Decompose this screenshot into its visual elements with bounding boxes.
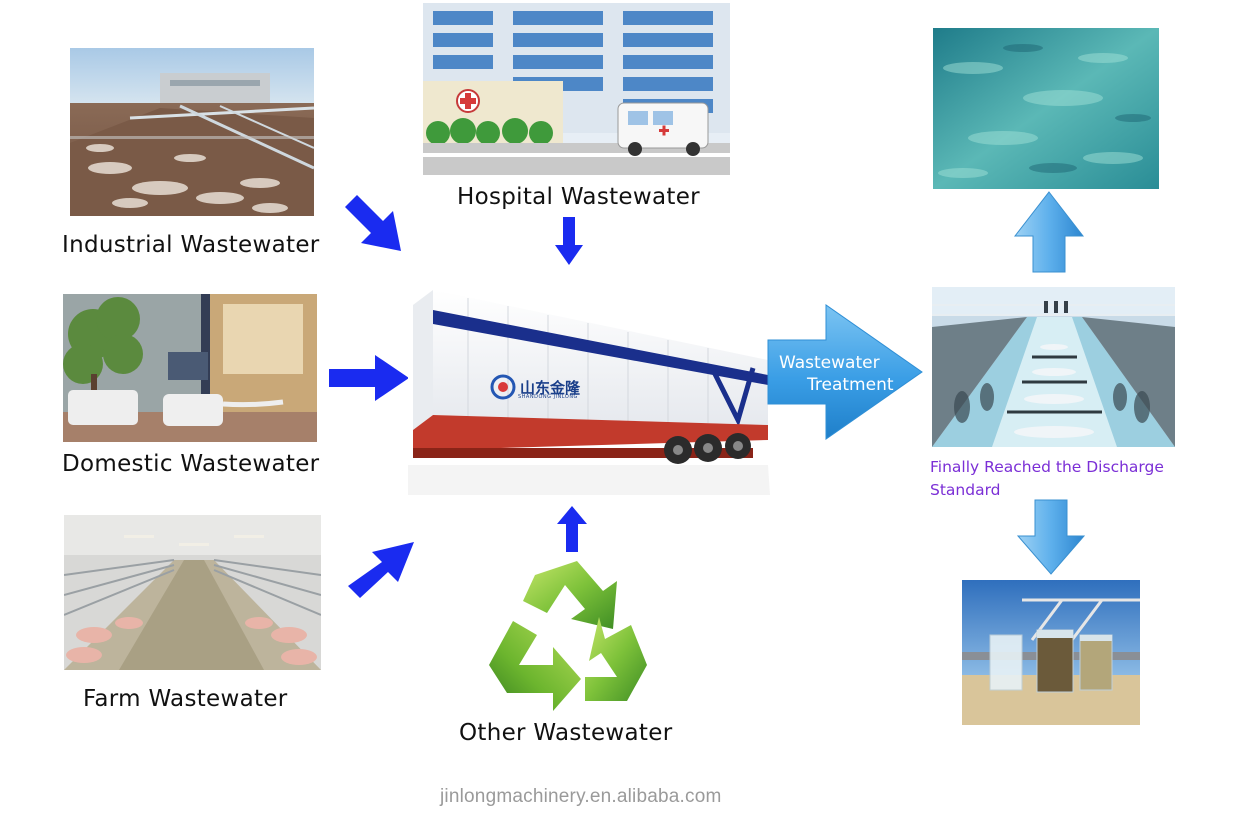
treatment-label: Wastewater Treatment [779, 352, 894, 396]
farm-wastewater-label: Farm Wastewater [83, 686, 288, 712]
water-samples-photo [962, 580, 1140, 725]
industrial-arrow-icon [345, 195, 401, 251]
domestic-wastewater-label: Domestic Wastewater [62, 451, 320, 477]
hospital-wastewater-photo [423, 3, 730, 175]
treatment-label-line1: Wastewater [779, 353, 880, 373]
other-arrow-icon [557, 506, 587, 552]
hospital-wastewater-label: Hospital Wastewater [457, 184, 700, 210]
watermark-text: jinlongmachinery.en.alibaba.com [440, 786, 722, 807]
hospital-arrow-icon [555, 217, 583, 265]
treatment-truck-image: 山东金隆 SHANDONG JINLONG [408, 290, 770, 495]
industrial-wastewater-photo [70, 48, 314, 216]
treatment-arrow-icon [767, 304, 923, 440]
clean-water-photo [933, 28, 1159, 189]
farm-wastewater-photo [64, 515, 321, 670]
other-wastewater-label: Other Wastewater [459, 720, 673, 746]
recycle-icon [489, 561, 647, 711]
farm-arrow-icon [348, 542, 414, 598]
industrial-wastewater-label: Industrial Wastewater [62, 232, 320, 258]
treatment-plant-photo [932, 287, 1175, 447]
discharge-standard-label: Finally Reached the Discharge Standard [930, 458, 1164, 499]
down-flow-arrow-icon [1016, 499, 1086, 575]
domestic-arrow-icon [329, 355, 409, 401]
up-flow-arrow-icon [1013, 191, 1085, 273]
truck-logo-text: 山东金隆 [520, 379, 581, 397]
treatment-label-line2: Treatment [807, 375, 894, 395]
truck-logo-subtext: SHANDONG JINLONG [518, 394, 578, 400]
domestic-wastewater-photo [63, 294, 317, 442]
